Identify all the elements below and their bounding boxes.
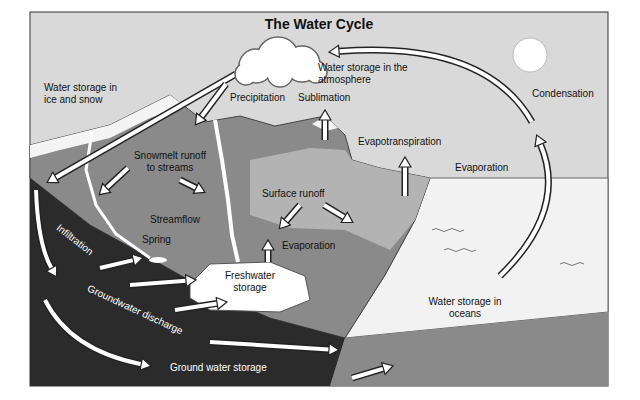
flow-arrow	[36, 190, 52, 268]
cloud	[235, 37, 327, 87]
diagram-label: Water storage in ice and snow	[44, 82, 120, 106]
diagram-label: Ground water storage	[170, 362, 267, 374]
cloud-part	[268, 62, 292, 86]
sea-bed	[330, 312, 608, 386]
flow-arrow	[210, 342, 329, 349]
diagram-label: Infiltration	[54, 222, 96, 258]
flow-arrow	[286, 205, 300, 221]
flow-arrow	[324, 205, 344, 217]
flow-arrow	[100, 260, 133, 268]
flow-arrow	[210, 342, 329, 349]
flow-arrow	[130, 281, 186, 285]
diagram-label: Snowmelt runoff to streams	[130, 150, 210, 174]
wave	[560, 263, 584, 266]
diagram-label: Groundwater discharge	[85, 283, 184, 338]
stream	[215, 120, 238, 262]
plateau	[250, 148, 430, 250]
flow-arrow	[266, 250, 270, 262]
flow-arrow	[175, 303, 217, 310]
flow-arrow	[107, 168, 128, 188]
sky-frame	[30, 12, 608, 386]
diagram-title: The Water Cycle	[30, 16, 608, 33]
flow-arrow	[201, 84, 226, 117]
flow-arrow	[130, 281, 186, 285]
diagram-label: Freshwater storage	[221, 270, 279, 294]
ground	[30, 178, 345, 386]
flow-arrow	[352, 369, 383, 378]
sun	[513, 38, 547, 72]
flow-arrow	[324, 205, 344, 217]
diagram-label: Sublimation	[298, 92, 350, 104]
diagram-label: Spring	[142, 234, 171, 246]
spring-pool	[149, 257, 167, 263]
wave	[444, 249, 476, 252]
diagram-label: Surface runoff	[262, 188, 325, 200]
flow-arrow	[339, 50, 532, 122]
flow-arrow	[107, 168, 128, 188]
flow-arrow	[323, 120, 327, 140]
flow-arrow	[352, 369, 383, 378]
flow-arrow	[180, 180, 196, 188]
diagram-label: Evapotranspiration	[358, 136, 441, 148]
diagram-label: Condensation	[532, 88, 594, 100]
flow-arrow	[100, 260, 133, 268]
flow-arrow	[322, 120, 329, 140]
flow-arrow	[180, 180, 196, 188]
flow-arrow	[402, 167, 409, 196]
flow-arrow	[175, 303, 217, 310]
cloud-part	[236, 64, 256, 84]
flow-arrow	[36, 190, 52, 268]
flow-arrow	[265, 250, 272, 262]
diagram-label: Water storage in oceans	[425, 296, 505, 320]
diagram-label: Evaporation	[282, 240, 335, 252]
diagram-label: Streamflow	[150, 214, 200, 226]
flow-arrow	[201, 84, 226, 117]
diagram-label: Evaporation	[455, 162, 508, 174]
flow-arrow	[403, 167, 407, 196]
diagram-label: Water storage in the atmosphere	[318, 62, 408, 86]
flow-arrow	[339, 50, 532, 122]
flow-arrow	[286, 205, 300, 221]
wave	[432, 229, 464, 232]
diagram-label: Precipitation	[230, 92, 285, 104]
